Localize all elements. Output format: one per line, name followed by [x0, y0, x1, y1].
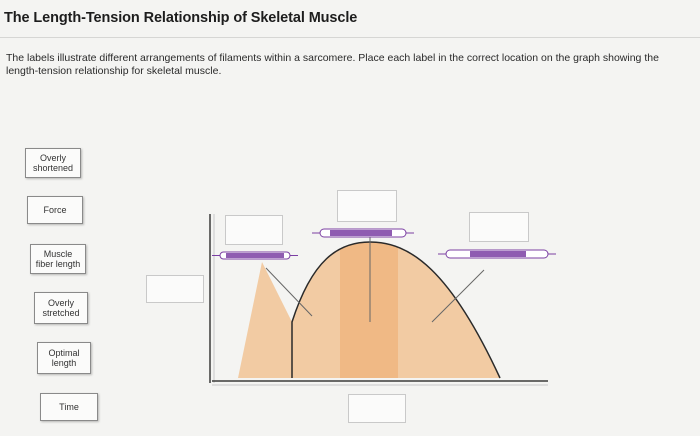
label-line: shortened: [32, 163, 74, 173]
leader-line-left: [265, 267, 313, 317]
drop-target-top[interactable]: [337, 190, 397, 222]
drop-target-right[interactable]: [469, 212, 529, 242]
label-time[interactable]: Time: [40, 393, 98, 421]
label-line: Time: [59, 402, 79, 412]
leader-line-right: [431, 269, 485, 323]
optimal-range-band: [340, 242, 398, 378]
sarcomere-overly-shortened: [212, 251, 298, 260]
label-line: Muscle: [43, 249, 73, 259]
instructions: The labels illustrate different arrangem…: [6, 52, 659, 77]
drop-target-left[interactable]: [225, 215, 283, 245]
label-line: Overly: [39, 153, 66, 163]
label-line: Optimal: [48, 348, 80, 358]
drop-target-x-axis[interactable]: [348, 394, 406, 423]
label-line: stretched: [42, 308, 80, 318]
label-force[interactable]: Force: [27, 196, 83, 224]
divider: [0, 37, 700, 38]
sarcomere-optimal: [312, 228, 414, 238]
label-line: length: [51, 358, 77, 368]
sarcomere-overly-stretched: [438, 249, 556, 259]
label-line: Force: [43, 205, 67, 215]
drop-target-y-axis[interactable]: [146, 275, 204, 303]
page-title: The Length-Tension Relationship of Skele…: [4, 10, 358, 26]
label-line: fiber length: [35, 259, 81, 269]
label-line: Overly: [47, 298, 74, 308]
